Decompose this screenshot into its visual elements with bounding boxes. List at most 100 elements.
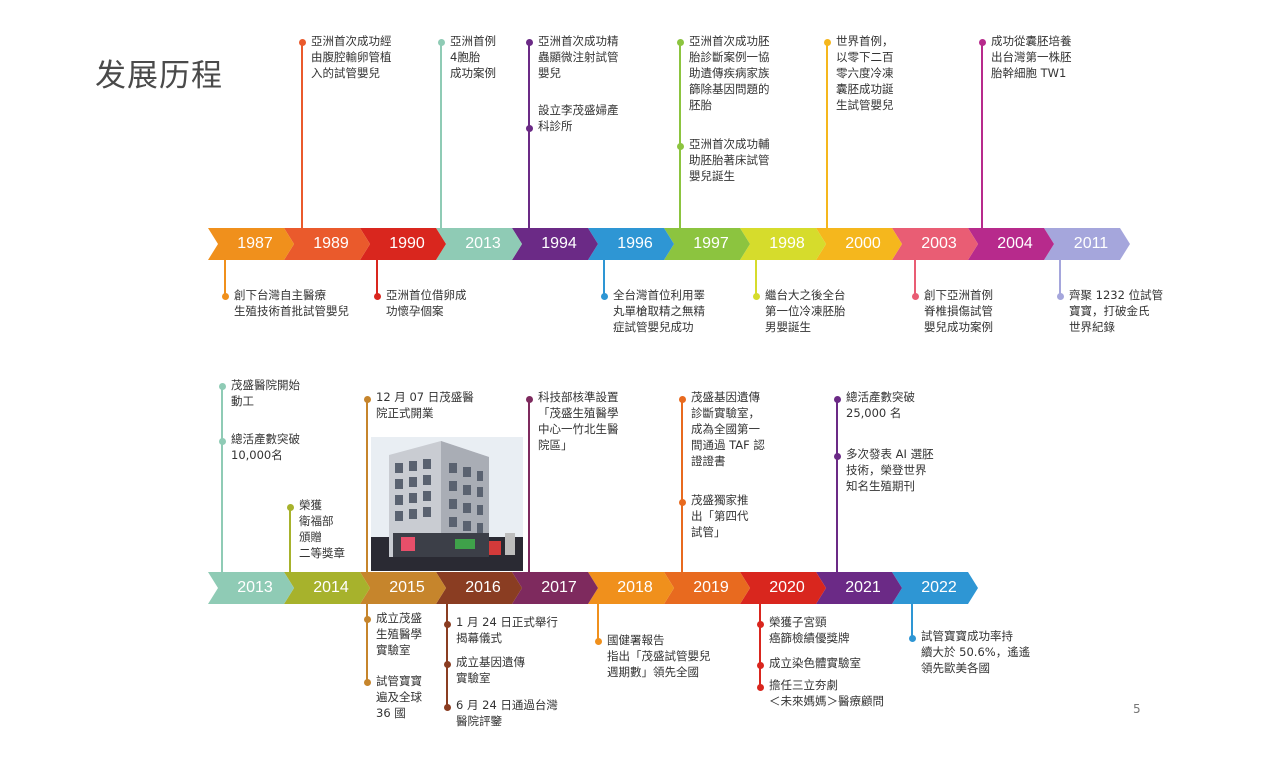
timeline1-below-event-3-connector	[755, 260, 757, 296]
timeline1-above-event-1-text: 亞洲首例 4胞胎 成功案例	[450, 34, 496, 80]
page-number: 5	[1133, 702, 1141, 716]
timeline1-above-event-1-connector	[440, 43, 442, 231]
timeline1-above-event-3-text: 設立李茂盛婦產 科診所	[538, 103, 619, 133]
timeline2-above-event-5-text: 茂盛基因遺傳 診斷實驗室， 成為全國第一 間通過 TAF 認 證證書	[691, 390, 765, 468]
timeline1-below-event-2-text: 全台灣首位利用睪 丸單槍取精之無精 症試管嬰兒成功	[613, 288, 705, 334]
timeline2-below-event-5-text: 國健署報告 指出「茂盛試管嬰兒 週期數」領先全國	[607, 633, 711, 679]
timeline1-above-event-0-dot	[298, 39, 306, 46]
timeline1-above-event-6-dot	[823, 39, 831, 46]
timeline2-above-event-8-connector	[836, 457, 838, 575]
timeline1-above-event-4-connector	[679, 43, 681, 231]
timeline1-below-event-1-dot	[373, 293, 381, 300]
timeline2-above-event-6-text: 茂盛獨家推 出「第四代 試管」	[691, 493, 749, 539]
timeline1-above-event-3-connector	[528, 129, 530, 231]
timeline1-year-2004: 2004	[968, 228, 1054, 260]
timeline2-above-event-2-dot	[286, 504, 294, 511]
timeline2-below-event-9-text: 試管寶寶成功率持 續大於 50.6%，遙遙 領先歐美各國	[921, 629, 1031, 675]
timeline1-below-event-0-dot	[221, 293, 229, 300]
timeline2-above-event-8-text: 多次發表 AI 選胚 技術，榮登世界 知名生殖期刊	[846, 447, 934, 493]
timeline2-above-event-7-dot	[833, 396, 841, 403]
timeline2-above-event-2-connector	[289, 508, 291, 575]
timeline1-year-1990: 1990	[360, 228, 446, 260]
timeline1-above-event-1-dot	[437, 39, 445, 46]
timeline1-below-event-1-connector	[376, 260, 378, 296]
timeline1-year-2011: 2011	[1044, 228, 1130, 260]
timeline2-below-event-1-dot	[363, 679, 371, 686]
timeline2-above-event-2-text: 榮獲 衛福部 頒贈 二等獎章	[299, 498, 345, 560]
timeline1-below-event-1-text: 亞洲首位借卵成 功懷孕個案	[386, 288, 467, 318]
timeline1-year-1987: 1987	[208, 228, 294, 260]
timeline1-year-1996: 1996	[588, 228, 674, 260]
timeline2-below-event-9-connector	[911, 604, 913, 638]
timeline1-above-event-0-text: 亞洲首次成功經 由腹腔輸卵管植 入的試管嬰兒	[311, 34, 392, 80]
timeline1-year-1998: 1998	[740, 228, 826, 260]
timeline1-above-event-5-dot	[676, 143, 684, 150]
timeline2-below-event-2-text: 1 月 24 日正式舉行 揭幕儀式	[456, 615, 558, 645]
timeline1-below-event-0-connector	[224, 260, 226, 296]
timeline2-below-event-4-dot	[443, 704, 451, 711]
timeline1-above-event-7-connector	[981, 43, 983, 231]
timeline2-above-event-4-dot	[525, 396, 533, 403]
page-title: 发展历程	[95, 58, 223, 94]
timeline1-below-event-5-dot	[1056, 293, 1064, 300]
timeline2-year-2018: 2018	[588, 572, 674, 604]
timeline2-below-event-5-connector	[597, 604, 599, 641]
timeline2-above-event-8-dot	[833, 453, 841, 460]
timeline1-above-event-7-dot	[978, 39, 986, 46]
timeline2-year-2013: 2013	[208, 572, 294, 604]
timeline1-year-1989: 1989	[284, 228, 370, 260]
timeline1-year-2013: 2013	[436, 228, 522, 260]
timeline2-below-event-8-connector	[759, 604, 761, 687]
timeline1-above-event-0-connector	[301, 43, 303, 231]
timeline2-below-event-4-text: 6 月 24 日通過台灣 醫院評鑒	[456, 698, 558, 728]
timeline2-above-event-1-text: 總活產數突破 10,000名	[231, 432, 300, 462]
timeline2-year-2016: 2016	[436, 572, 522, 604]
timeline2-above-event-5-connector	[681, 400, 683, 575]
timeline2-year-2015: 2015	[360, 572, 446, 604]
timeline1-above-event-6-text: 世界首例， 以零下二百 零六度冷凍 囊胚成功誕 生試管嬰兒	[836, 34, 894, 112]
timeline1-below-event-3-dot	[752, 293, 760, 300]
timeline2-above-event-1-connector	[221, 442, 223, 575]
timeline1-below-event-4-text: 創下亞洲首例 脊椎損傷試管 嬰兒成功案例	[924, 288, 993, 334]
timeline2-year-2020: 2020	[740, 572, 826, 604]
timeline2-year-2017: 2017	[512, 572, 598, 604]
timeline2-year-2021: 2021	[816, 572, 902, 604]
timeline1-below-event-4-dot	[911, 293, 919, 300]
timeline1-above-event-2-dot	[525, 39, 533, 46]
timeline2-above-event-7-text: 總活產數突破 25,000 名	[846, 390, 915, 420]
timeline2-below-event-8-text: 擔任三立夯劇 ＜未來媽媽＞醫療顧問	[769, 678, 884, 708]
timeline1-year-1994: 1994	[512, 228, 598, 260]
timeline2-below-event-9-dot	[908, 635, 916, 642]
timeline2-below-event-6-text: 榮獲子宮頸 癌篩檢績優獎牌	[769, 615, 850, 645]
timeline1-above-event-5-connector	[679, 147, 681, 231]
timeline1-above-event-5-text: 亞洲首次成功輔 助胚胎著床試管 嬰兒誕生	[689, 137, 770, 183]
timeline1-below-event-3-text: 繼台大之後全台 第一位冷凍胚胎 男嬰誕生	[765, 288, 846, 334]
timeline2-year-2022: 2022	[892, 572, 978, 604]
timeline2-below-event-5-dot	[594, 638, 602, 645]
timeline1-above-event-4-dot	[676, 39, 684, 46]
timeline1-below-event-4-connector	[914, 260, 916, 296]
timeline2-above-event-6-connector	[681, 503, 683, 575]
timeline2-below-event-8-dot	[756, 684, 764, 691]
timeline2-below-event-4-connector	[446, 604, 448, 707]
timeline2-above-event-3-connector	[366, 400, 368, 575]
hospital-building-image	[371, 437, 523, 571]
timeline1-above-event-2-text: 亞洲首次成功精 蟲顯微注射試管 嬰兒	[538, 34, 619, 80]
timeline1-below-event-5-text: 齊聚 1232 位試管 寶寶，打破金氏 世界紀錄	[1069, 288, 1164, 334]
timeline2-above-event-0-dot	[218, 383, 226, 390]
timeline1-year-2000: 2000	[816, 228, 902, 260]
timeline2-below-event-0-text: 成立茂盛 生殖醫學 實驗室	[376, 611, 422, 657]
timeline2-above-event-5-dot	[678, 396, 686, 403]
timeline1-above-event-7-text: 成功從囊胚培養 出台灣第一株胚 胎幹細胞 TW1	[991, 34, 1072, 80]
timeline1-above-event-6-connector	[826, 43, 828, 231]
timeline1-year-1997: 1997	[664, 228, 750, 260]
timeline2-above-event-3-dot	[363, 396, 371, 403]
timeline2-above-event-1-dot	[218, 438, 226, 445]
timeline2-above-event-0-text: 茂盛醫院開始 動工	[231, 378, 300, 408]
timeline2-above-event-6-dot	[678, 499, 686, 506]
timeline2-below-event-1-connector	[366, 604, 368, 682]
timeline1-above-event-3-dot	[525, 125, 533, 132]
timeline1-below-event-0-text: 創下台灣自主醫療 生殖技術首批試管嬰兒	[234, 288, 349, 318]
timeline2-below-event-3-text: 成立基因遺傳 實驗室	[456, 655, 525, 685]
timeline1-below-event-2-dot	[600, 293, 608, 300]
